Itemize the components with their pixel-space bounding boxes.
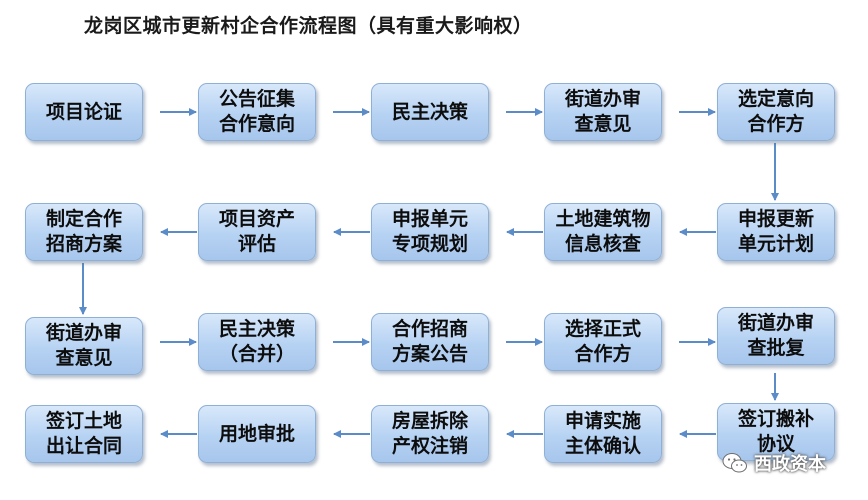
node-land-building-verification: 土地建筑物信息核查 [544,203,662,261]
node-street-office-review-approval: 街道办审查批复 [717,307,835,365]
node-select-intended-partner: 选定意向合作方 [717,83,835,141]
node-land-use-approval: 用地审批 [198,405,316,463]
node-apply-renewal-unit-plan: 申报更新单元计划 [717,203,835,261]
node-demolition-title-cancellation: 房屋拆除产权注销 [371,405,489,463]
node-select-formal-partner: 选择正式合作方 [544,313,662,371]
watermark: 西政资本 [722,451,826,475]
node-sign-relocation-agreement: 签订搬补协议 [717,403,835,461]
wechat-icon [722,453,747,473]
node-cooperation-plan-announcement: 合作招商方案公告 [371,313,489,371]
node-apply-implementation-entity: 申请实施主体确认 [544,405,662,463]
node-street-office-review-opinion: 街道办审查意见 [544,83,662,141]
node-sign-land-transfer-contract: 签订土地出让合同 [25,405,143,463]
watermark-text: 西政资本 [754,454,826,475]
node-announce-collect-intent: 公告征集合作意向 [198,83,316,141]
node-apply-unit-special-plan: 申报单元专项规划 [371,203,489,261]
node-draft-cooperation-plan: 制定合作招商方案 [25,203,143,261]
diagram-title: 龙岗区城市更新村企合作流程图（具有重大影响权） [84,15,533,37]
node-street-office-review-opinion-2: 街道办审查意见 [25,317,143,375]
node-project-demonstration: 项目论证 [25,83,143,141]
node-democratic-decision-merged: 民主决策（合并） [198,313,316,371]
node-project-asset-evaluation: 项目资产评估 [198,203,316,261]
node-democratic-decision: 民主决策 [371,83,489,141]
